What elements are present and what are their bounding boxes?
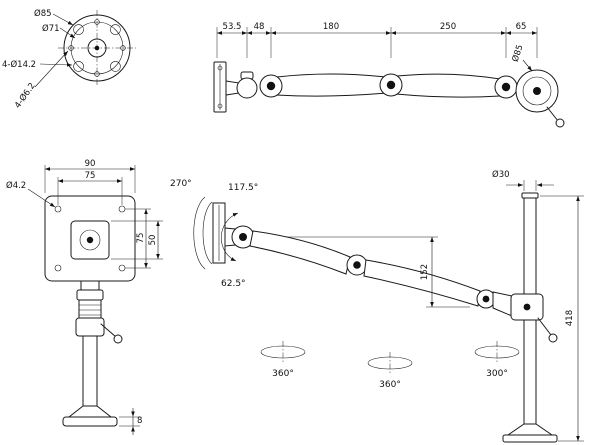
plate-hole [118, 205, 126, 213]
pivot-axis-2 [386, 80, 396, 90]
flange-outer-circle [63, 14, 131, 82]
plate-hole [118, 264, 126, 272]
dim-53-5: 53.5 [223, 22, 242, 32]
flange-center-hole [87, 38, 107, 58]
pivot-axis-3 [501, 82, 511, 92]
dim-hole-pitch-v: 75 [136, 233, 146, 244]
dim-holes-small: 4-Ø6.2 [12, 81, 37, 111]
base-cone [67, 405, 113, 418]
leader-line [52, 13, 74, 26]
dim-pole-dia: Ø30 [492, 169, 510, 180]
tilt-range-arc [221, 212, 239, 262]
dim-pole-height: 418 [565, 310, 575, 326]
arm-link-2 [395, 73, 501, 98]
flange-center-dot [94, 45, 100, 51]
pole [82, 335, 98, 407]
flange-top-view: Ø85 Ø71 4-Ø14.2 4-Ø6.2 [2, 8, 136, 110]
main-swivel-axis [239, 233, 247, 241]
leader-line [59, 27, 76, 39]
bracket-screw [217, 103, 223, 109]
leader-line [522, 59, 533, 72]
clamp-lever-grip [113, 334, 123, 344]
collar [76, 289, 104, 301]
dim-65: 65 [516, 22, 527, 32]
dim-dia-flange: Ø85 [510, 43, 526, 63]
dim-dia-bolt-circle: Ø71 [42, 23, 60, 34]
leader-line [27, 188, 56, 208]
pivot-axis-1 [266, 81, 276, 91]
clamp-lever [100, 323, 117, 338]
bolt-hole [73, 61, 84, 72]
plate-center-boss [70, 220, 110, 260]
dim-base-height: 8 [137, 416, 142, 426]
dim-tilt-down: 62.5° [221, 279, 246, 289]
rotation-ellipse-1 [260, 345, 306, 359]
neck [80, 280, 100, 291]
swivel-range-arc [193, 196, 206, 270]
clamp-body [75, 317, 105, 337]
upper-arm [249, 230, 351, 275]
leader-line [34, 50, 69, 88]
lower-arm [363, 259, 481, 307]
bracket-screw [217, 65, 223, 71]
wrist-link [492, 291, 513, 317]
pole-base-plate [502, 434, 558, 443]
plate-front-view: 90 75 Ø4.2 75 50 [6, 159, 163, 435]
dim-swivel-range: 270° [170, 179, 192, 189]
elbow-axis [353, 261, 361, 269]
arm-link-1 [275, 73, 388, 97]
clamp-lever-grip [548, 333, 558, 343]
flange-bolt-circle [70, 21, 124, 75]
dim-250: 250 [440, 22, 456, 32]
head-flange-axis [533, 87, 541, 95]
rotation-ellipse-2 [367, 356, 413, 370]
clamp-axis [523, 303, 531, 311]
bolt-hole [110, 61, 121, 72]
dim-rot-joint3: 300° [486, 369, 508, 379]
arm-side-view: 53.5 48 180 250 65 Ø85 [213, 22, 565, 128]
rotation-ellipse-3 [474, 345, 520, 359]
dim-arm-drop: 152 [420, 264, 430, 280]
swivel-range-arc [202, 201, 213, 265]
dim-hole-dia: Ø4.2 [6, 180, 26, 191]
dim-dia-outer: Ø85 [34, 8, 52, 19]
head-flange-inner [522, 76, 552, 106]
small-hole [120, 45, 126, 51]
dim-tilt-up: 117.5° [228, 183, 258, 193]
dim-180: 180 [323, 22, 339, 32]
small-hole [68, 45, 74, 51]
lever-handle [546, 106, 559, 122]
dim-rot-joint2: 360° [379, 380, 401, 390]
dim-width: 90 [85, 159, 96, 169]
small-hole [94, 71, 100, 77]
plate-hole [54, 205, 62, 213]
bolt-hole [73, 24, 84, 35]
bolt-hole [110, 24, 121, 35]
boss-circle [79, 229, 101, 251]
dim-center-height: 50 [148, 235, 158, 246]
dim-rot-joint1: 360° [272, 369, 294, 379]
dim-48: 48 [254, 22, 265, 32]
small-hole [94, 19, 100, 25]
base-plate [62, 416, 118, 427]
assembly-side-view: 270° 117.5° 62.5° Ø30 [170, 169, 584, 443]
clamp-lever [537, 317, 552, 336]
dim-hole-pitch-h: 75 [85, 171, 96, 181]
pole-base-cone [506, 423, 554, 436]
pole-cap [521, 192, 539, 199]
swivel-joint [236, 77, 258, 99]
lever-grip [555, 118, 565, 128]
wrist-axis [482, 295, 490, 303]
dim-holes-large: 4-Ø14.2 [2, 59, 36, 70]
boss-axis [86, 236, 94, 244]
plate-hole [54, 264, 62, 272]
